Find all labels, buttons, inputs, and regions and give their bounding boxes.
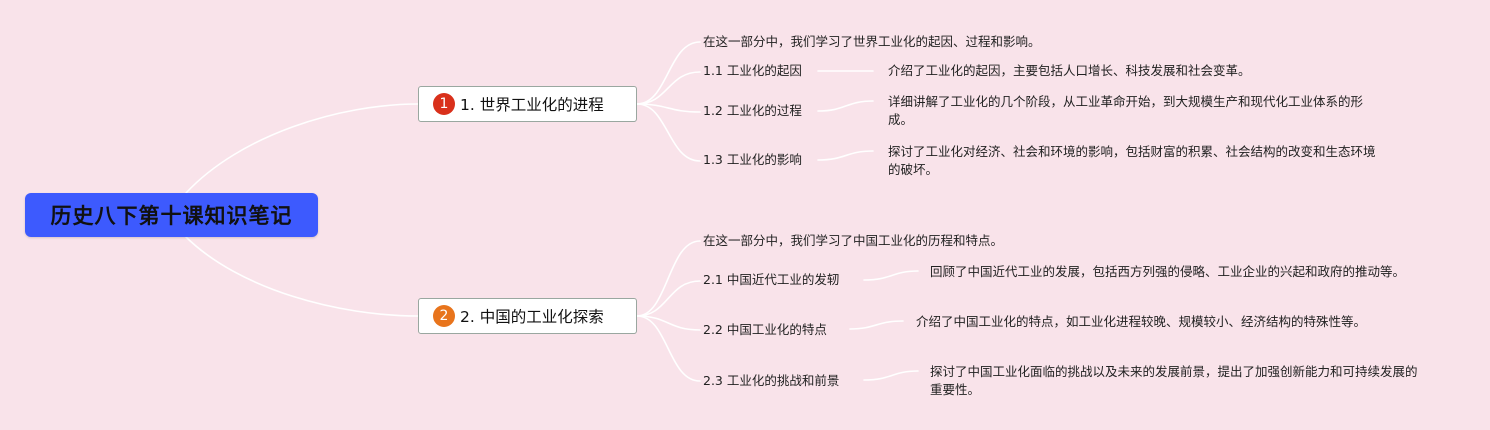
connector-b1-t3	[636, 103, 701, 162]
topic-1-3-desc[interactable]: 探讨了工业化对经济、社会和环境的影响，包括财富的积累、社会结构的改变和生态环境的…	[888, 144, 1376, 177]
connector-t22-desc	[849, 320, 904, 330]
root-node[interactable]: 历史八下第十课知识笔记	[25, 193, 318, 237]
connector-t12-desc	[817, 100, 874, 112]
connector-root-branch-1	[185, 103, 419, 194]
topic-1-3[interactable]: 1.3 工业化的影响	[703, 152, 802, 167]
topic-1-1[interactable]: 1.1 工业化的起因	[703, 63, 802, 78]
topic-2-3[interactable]: 2.3 工业化的挑战和前景	[703, 373, 840, 388]
connector-root-branch-2	[185, 236, 419, 317]
branch-label: 1. 世界工业化的进程	[460, 96, 604, 114]
connector-t23-desc	[863, 370, 919, 381]
root-title: 历史八下第十课知识笔记	[50, 204, 293, 228]
topic-2-1[interactable]: 2.1 中国近代工业的发轫	[703, 272, 840, 287]
topic-1-1-desc[interactable]: 介绍了工业化的起因，主要包括人口增长、科技发展和社会变革。	[888, 63, 1251, 78]
branch-2-intro[interactable]: 在这一部分中，我们学习了中国工业化的历程和特点。	[703, 233, 1004, 248]
connector-b2-intro	[636, 240, 701, 317]
branch-label: 2. 中国的工业化探索	[460, 308, 604, 326]
connector-b2-t1	[636, 280, 701, 317]
topic-1-2-desc[interactable]: 详细讲解了工业化的几个阶段，从工业革命开始，到大规模生产和现代化工业体系的形成。	[888, 94, 1364, 127]
connector-t13-desc	[817, 150, 874, 161]
connector-t21-desc	[863, 270, 919, 281]
topic-2-3-desc[interactable]: 探讨了中国工业化面临的挑战以及未来的发展前景，提出了加强创新能力和可持续发展的重…	[930, 364, 1418, 397]
topic-2-2-desc[interactable]: 介绍了中国工业化的特点，如工业化进程较晚、规模较小、经济结构的特殊性等。	[916, 314, 1367, 329]
branch-node-2[interactable]: 2 2. 中国的工业化探索	[418, 298, 637, 334]
connector-b1-t2	[636, 103, 701, 113]
connector-b2-t2	[636, 315, 701, 331]
connector-b1-t1	[636, 71, 701, 105]
connector-b1-intro	[636, 41, 701, 105]
priority-2-icon: 2	[433, 305, 455, 327]
branch-node-1[interactable]: 1 1. 世界工业化的进程	[418, 86, 637, 122]
priority-1-icon: 1	[433, 93, 455, 115]
topic-2-1-desc[interactable]: 回顾了中国近代工业的发展，包括西方列强的侵略、工业企业的兴起和政府的推动等。	[930, 264, 1406, 279]
connector-b2-t3	[636, 315, 701, 382]
topic-2-2[interactable]: 2.2 中国工业化的特点	[703, 322, 827, 337]
branch-1-intro[interactable]: 在这一部分中，我们学习了世界工业化的起因、过程和影响。	[703, 34, 1041, 49]
topic-1-2[interactable]: 1.2 工业化的过程	[703, 103, 802, 118]
